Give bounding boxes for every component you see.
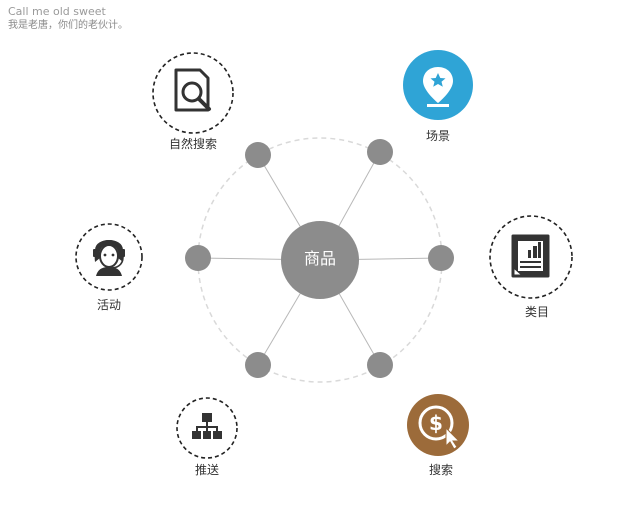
svg-text:$: $ bbox=[429, 411, 443, 435]
header-subtitle: 我是老唐，你们的老伙计。 bbox=[8, 20, 128, 31]
header-title: Call me old sweet bbox=[8, 5, 106, 18]
hierarchy-icon bbox=[192, 413, 222, 439]
customer-service-headset-icon bbox=[93, 240, 125, 276]
activity-label: 活动 bbox=[96, 298, 121, 312]
header: Call me old sweet 我是老唐，你们的老伙计。 bbox=[8, 5, 128, 33]
scene-label: 场景 bbox=[425, 129, 450, 143]
node-top-left bbox=[245, 142, 271, 168]
node-right bbox=[428, 245, 454, 271]
document-search-icon bbox=[174, 68, 211, 112]
recommend-label: 推送 bbox=[194, 463, 219, 477]
dollar-click-icon: $ bbox=[418, 405, 461, 450]
center-hub-label: 商品 bbox=[303, 249, 336, 268]
feature-natural-search bbox=[152, 52, 234, 134]
natural-search-label: 自然搜索 bbox=[168, 137, 217, 151]
feature-recommend bbox=[176, 397, 238, 459]
center-hub bbox=[281, 221, 359, 299]
report-chart-icon bbox=[511, 234, 550, 278]
feature-activity bbox=[75, 223, 143, 291]
category-label: 类目 bbox=[524, 305, 549, 319]
node-bottom-right bbox=[367, 352, 393, 378]
node-left bbox=[185, 245, 211, 271]
feature-category bbox=[489, 215, 573, 299]
map-pin-star-icon bbox=[423, 67, 453, 107]
feature-search: $ bbox=[407, 394, 469, 456]
node-top-right bbox=[367, 139, 393, 165]
node-bottom-left bbox=[245, 352, 271, 378]
search-label: 搜索 bbox=[428, 463, 453, 477]
feature-scene bbox=[403, 50, 473, 120]
